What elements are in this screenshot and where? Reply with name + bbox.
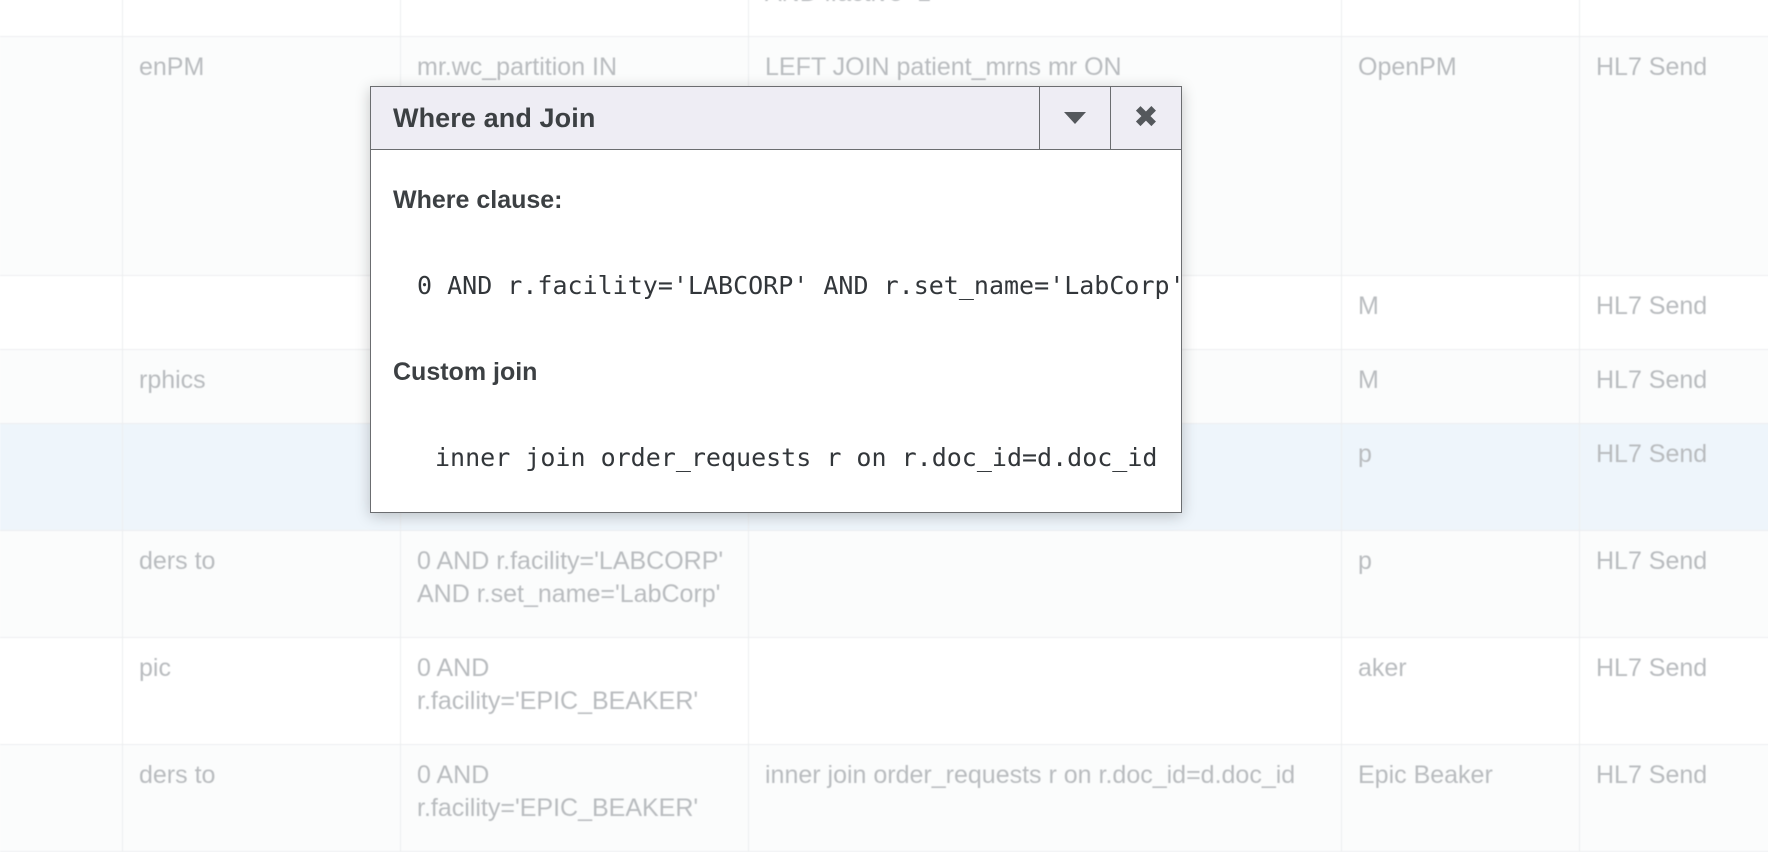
cell-source: pic: [123, 638, 401, 745]
cell-col0: [0, 638, 123, 745]
cell-col0: [0, 424, 123, 531]
cell-system: M: [1342, 350, 1580, 424]
dialog-header[interactable]: Where and Join ✖: [371, 87, 1181, 150]
dialog-dropdown-button[interactable]: [1039, 87, 1110, 149]
cell-col0: [0, 37, 123, 276]
cell-source: rphics: [123, 350, 401, 424]
cell-where: 0 AND r.facility='LABCORP' AND r.set_nam…: [401, 531, 749, 638]
cell-source: ders to: [123, 745, 401, 852]
cell-join: [749, 638, 1342, 745]
custom-join-value: inner join order_requests r on r.doc_id=…: [435, 443, 1159, 472]
table-row[interactable]: ders to 0 AND r.facility='LABCORP' AND r…: [0, 531, 1768, 638]
cell-system: [1342, 0, 1580, 37]
cell-col0: [0, 0, 123, 37]
cell-col0: [0, 531, 123, 638]
cell-action: HL7 Send: [1580, 531, 1768, 638]
where-clause-value: 0 AND r.facility='LABCORP' AND r.set_nam…: [417, 271, 1159, 300]
table-row[interactable]: i.policy_id IS NULL insurance_policy i O…: [0, 0, 1768, 37]
cell-source: [123, 424, 401, 531]
cell-source: [123, 0, 401, 37]
cell-action: HL7 Send: [1580, 745, 1768, 852]
custom-join-label: Custom join: [393, 358, 1159, 387]
cell-col0: [0, 350, 123, 424]
cell-system: OpenPM: [1342, 37, 1580, 276]
cell-system: p: [1342, 531, 1580, 638]
cell-system: Epic Beaker: [1342, 745, 1580, 852]
cell-where: 0 AND r.facility='EPIC_BEAKER': [401, 745, 749, 852]
cell-source: enPM: [123, 37, 401, 276]
cell-source: ders to: [123, 531, 401, 638]
dialog-body: Where clause: 0 AND r.facility='LABCORP'…: [371, 150, 1181, 512]
cell-join: inner join order_requests r on r.doc_id=…: [749, 745, 1342, 852]
cell-action: HL7 Send: [1580, 424, 1768, 531]
cell-join: insurance_policy i ON i.pat_id=eb.fund_c…: [749, 0, 1342, 37]
where-clause-label: Where clause:: [393, 186, 1159, 215]
cell-action: HL7 Send: [1580, 350, 1768, 424]
cell-source: [123, 276, 401, 350]
chevron-down-icon: [1064, 112, 1086, 124]
dialog-title: Where and Join: [371, 87, 1039, 149]
cell-where: 0 AND r.facility='EPIC_BEAKER': [401, 638, 749, 745]
table-row[interactable]: pic 0 AND r.facility='EPIC_BEAKER' aker …: [0, 638, 1768, 745]
cell-system: aker: [1342, 638, 1580, 745]
cell-system: p: [1342, 424, 1580, 531]
cell-system: M: [1342, 276, 1580, 350]
close-icon: ✖: [1133, 103, 1158, 133]
cell-action: HL7 Send: [1580, 276, 1768, 350]
cell-action: [1580, 0, 1768, 37]
cell-join: [749, 531, 1342, 638]
cell-col0: [0, 276, 123, 350]
dialog-close-button[interactable]: ✖: [1110, 87, 1181, 149]
cell-action: HL7 Send: [1580, 37, 1768, 276]
cell-col0: [0, 745, 123, 852]
cell-action: HL7 Send: [1580, 638, 1768, 745]
table-row[interactable]: ders to 0 AND r.facility='EPIC_BEAKER' i…: [0, 745, 1768, 852]
where-and-join-dialog: Where and Join ✖ Where clause: 0 AND r.f…: [370, 86, 1182, 513]
cell-where: i.policy_id IS NULL: [401, 0, 749, 37]
